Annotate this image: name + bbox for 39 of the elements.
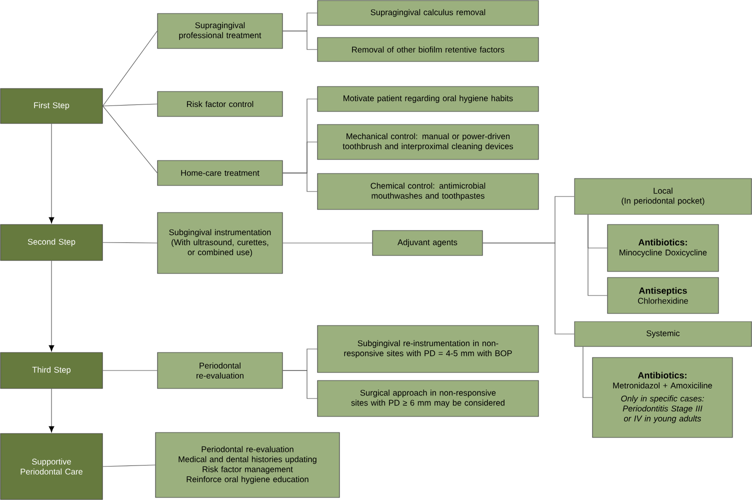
connector [102, 370, 158, 371]
connector [482, 242, 574, 334]
connector [102, 242, 158, 244]
process-box: Mechanical control: manual or power-driven toothbrush and interproximal cleaning devices [317, 124, 539, 160]
process-box: Antibiotics: Metronidazol + Amoxiciline Only in specific cases: Periodontitis Stage III or IV in young adults [592, 357, 733, 438]
process-box: Antibiotics: Minocycline Doxicycline [607, 224, 719, 272]
process-box: Supragingival calculus removal [317, 0, 539, 26]
connector [102, 464, 156, 467]
process-box: Removal of other biofilm retentive factors [317, 37, 539, 62]
process-box: Subgingival instrumentation (With ultrasound, curettes, or combined use) [157, 212, 283, 274]
connector [282, 30, 318, 50]
process-box: Local (In periodontal pocket) [574, 178, 752, 215]
connector [588, 214, 608, 296]
connector [282, 370, 318, 399]
connector [102, 104, 158, 106]
connector [48, 260, 54, 352]
connector [48, 124, 54, 224]
step-box: Second Step [0, 224, 103, 261]
step-box: Supportive Periodontal Care [0, 433, 103, 500]
connector [102, 106, 158, 174]
connector [282, 172, 318, 192]
process-box: Adjuvant agents [372, 230, 483, 256]
process-box: Motivate patient regarding oral hygiene habits [317, 86, 539, 112]
process-box: Surgical approach in non-responsive sites with PD ≥ 6 mm may be considered [317, 380, 539, 417]
connector [582, 346, 592, 398]
process-box: Periodontal re-evaluation [157, 352, 283, 389]
process-box: Risk factor control [157, 91, 283, 117]
step-box: Third Step [0, 352, 103, 389]
connector [48, 388, 54, 432]
process-box: Periodontal re-evaluation Medical and dental histories updating Risk factor management Reinforce oral hygiene education [155, 432, 340, 498]
process-box: Antiseptics Chlorhexidine [607, 277, 719, 314]
process-box: Systemic [574, 321, 752, 347]
connector [282, 242, 372, 244]
process-box: Home-care treatment [157, 160, 283, 186]
process-box: Subgingival re-instrumentation in non-responsive sites with PD = 4-5 mm with BOP [317, 325, 539, 373]
step-box: First Step [0, 88, 103, 124]
process-box: Chemical control: antimicrobial mouthwashes and toothpastes [317, 173, 539, 210]
process-box: Supragingival professional treatment [157, 13, 283, 49]
connector [102, 30, 158, 106]
